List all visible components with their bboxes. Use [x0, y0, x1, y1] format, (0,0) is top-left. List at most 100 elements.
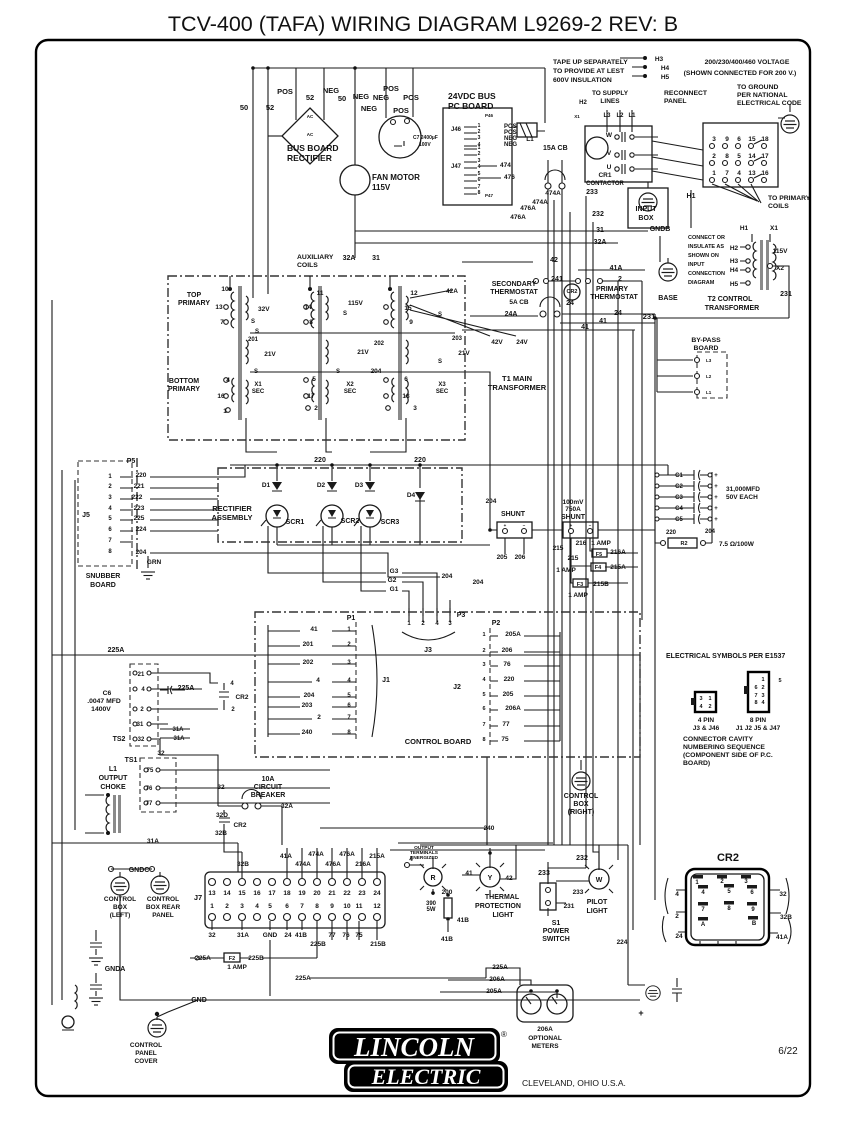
wire-label: 10	[221, 286, 229, 293]
wire-label: 3	[413, 405, 417, 412]
wire-label: .0047 MFD	[87, 698, 121, 705]
wire-label: S	[251, 319, 255, 325]
wire-label: 31	[137, 722, 144, 728]
wire-label: 1400V	[91, 706, 111, 713]
wire-label: 24V	[516, 339, 528, 346]
wire-label: 1	[695, 880, 699, 886]
wire-label: +	[638, 1008, 643, 1018]
wire-label: BOX	[113, 904, 128, 911]
wire-label: 5	[778, 678, 781, 684]
wire-label: 77	[328, 932, 336, 939]
wire-label: COILS	[768, 203, 789, 210]
wire-label: 221	[134, 483, 145, 490]
wire-label: X2	[346, 382, 354, 388]
rectifier-assembly	[217, 467, 463, 543]
wire-label: 220	[504, 676, 515, 683]
wire-label: 5	[108, 516, 112, 522]
wire-label: 474	[500, 162, 511, 169]
wire-label: BOARD	[694, 345, 719, 352]
wire-label: 10	[343, 903, 351, 910]
wire-label: 13	[208, 890, 216, 897]
wire-label: AUXILIARY	[297, 254, 334, 261]
wire-label: G1	[390, 586, 399, 593]
c7-capacitor	[378, 115, 422, 159]
wire-label: POS	[504, 124, 517, 130]
wire-label: 201	[248, 337, 259, 343]
wire-label: T2 CONTROL	[708, 296, 753, 303]
wire-label: 2	[675, 913, 679, 920]
wire-label: 6	[347, 703, 351, 709]
wire-label: J1	[382, 677, 390, 684]
wire-label: 225A	[108, 647, 125, 654]
wire-label: 220	[314, 457, 326, 464]
wire-label: THERMAL	[485, 894, 520, 901]
wire-label: P1	[347, 615, 356, 622]
wire-label: L1	[109, 766, 117, 773]
wire-label: H4	[661, 65, 670, 72]
wire-label: P47	[485, 193, 494, 198]
wire-label: 17	[307, 393, 315, 400]
wire-label: 203	[302, 702, 313, 709]
wire-label: 41A	[610, 265, 623, 272]
wire-label: CONTROL	[564, 793, 599, 800]
wire-label: 7	[482, 722, 485, 728]
wire-label: 6	[108, 527, 112, 533]
page-number: 6/22	[778, 1046, 798, 1057]
wire-label: DIAGRAM	[688, 280, 715, 286]
wire-label: 19	[298, 890, 306, 897]
wire-label: 222	[132, 494, 143, 501]
wire-label: 13	[215, 304, 223, 311]
wire-label: PILOT	[587, 899, 608, 906]
wire-label: 75	[501, 736, 509, 743]
wire-label: GND	[191, 997, 207, 1004]
wire-label: 476A	[325, 861, 341, 868]
wire-label: 5	[727, 889, 731, 895]
wire-label: INPUT	[688, 262, 705, 268]
wire-label: SCR1	[286, 519, 305, 526]
wire-label: 3	[482, 662, 485, 668]
wire-label: 8	[347, 730, 351, 736]
wire-label: +	[714, 473, 718, 479]
f2-fuse	[194, 952, 241, 963]
wire-label: 41B	[457, 917, 469, 924]
wire-label: 76	[503, 661, 511, 668]
wire-label: 75	[355, 932, 363, 939]
wire-label: POS	[393, 106, 409, 115]
wire-label: 6	[478, 177, 481, 183]
wire-label: 220	[414, 457, 426, 464]
wire-label: 32	[779, 891, 787, 898]
wire-label: 24	[614, 310, 622, 317]
wire-label: J1 J2 J5 & J47	[736, 725, 781, 732]
wire-label: 8 PIN	[750, 717, 767, 724]
footer-location: CLEVELAND, OHIO U.S.A.	[522, 1078, 626, 1088]
wire-label: SECONDARY	[492, 281, 537, 288]
reconnect-panel	[702, 122, 779, 188]
wire-label: PANEL	[664, 98, 687, 105]
bypass-board	[693, 351, 728, 399]
wire-label: CIRCUIT	[254, 784, 283, 791]
wire-label: NEG	[323, 86, 339, 95]
wire-label: F5	[596, 552, 602, 558]
wire-label: 76	[146, 786, 153, 792]
wire-label: 6	[750, 890, 754, 896]
wire-label: 4	[699, 704, 703, 710]
wire-label: 241	[551, 276, 563, 283]
wire-label: C3	[675, 495, 683, 501]
wire-label: BREAKER	[251, 792, 286, 799]
wire-label: 3	[744, 879, 748, 885]
wire-label: L1	[706, 390, 712, 395]
wire-label: 215A	[369, 853, 385, 860]
wire-label: 3	[712, 136, 716, 143]
wire-label: THERMOSTAT	[490, 289, 538, 296]
wire-label: RECONNECT	[664, 90, 708, 97]
wire-label: 4	[347, 678, 351, 684]
wire-label: TRANSFORMER	[488, 383, 547, 392]
wire-label: G2	[388, 577, 397, 584]
wire-label: J2	[453, 684, 461, 691]
wire-label: L3	[706, 358, 712, 363]
wire-label: 2	[478, 151, 481, 157]
wire-label: 201	[303, 641, 314, 648]
wire-label: S	[255, 329, 259, 335]
wire-label: 6	[482, 706, 485, 712]
